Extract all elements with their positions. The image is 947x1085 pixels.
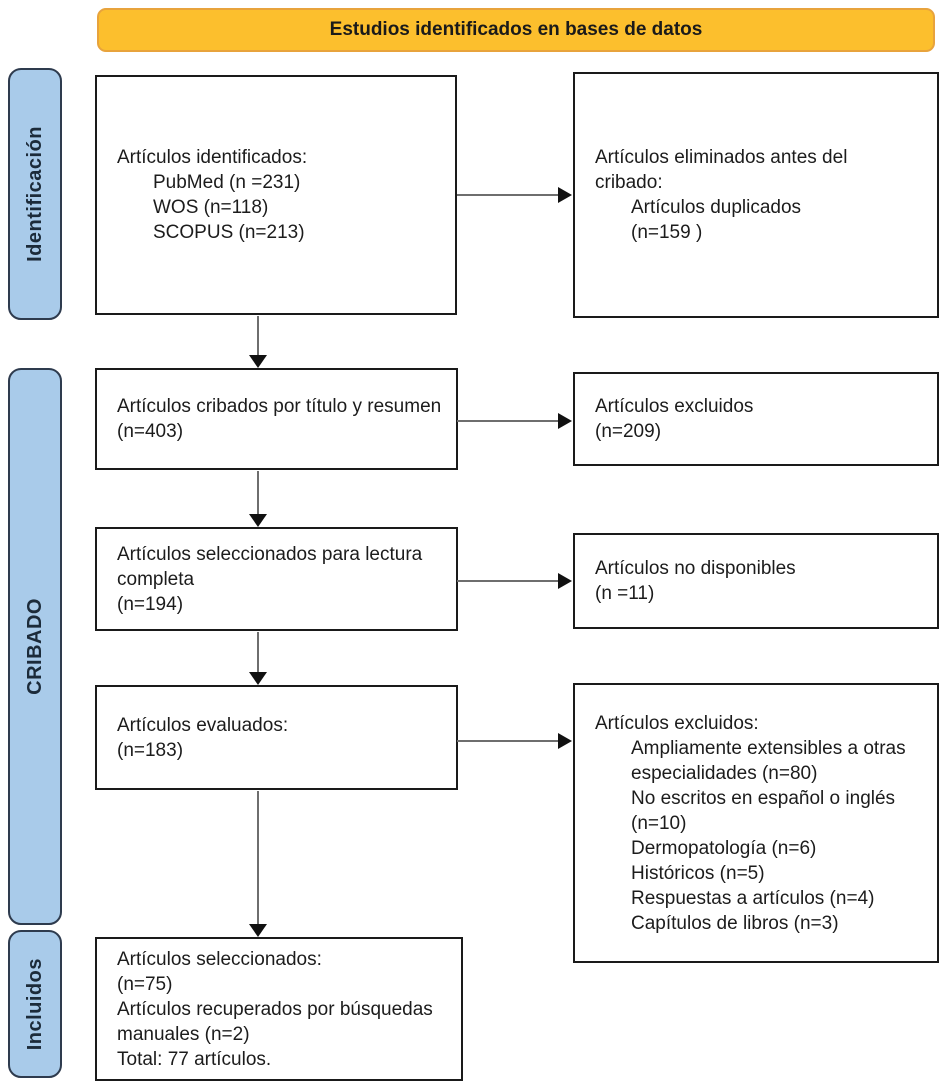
stage-label-identification: Identificación	[8, 68, 62, 320]
box-line: No escritos en español o inglés (n=10)	[631, 787, 896, 834]
arrow-shaft	[257, 632, 259, 672]
arrow-shaft	[257, 791, 259, 924]
box-line: Respuestas a artículos (n=4)	[631, 887, 875, 909]
arrow-shaft	[457, 194, 558, 196]
stage-label-screening: CRIBADO	[8, 368, 62, 925]
box-line: Dermopatología (n=6)	[631, 837, 817, 859]
box-line: SCOPUS (n=213)	[153, 222, 305, 243]
box-line: Artículos excluidos	[595, 396, 754, 417]
box-line: (n=75)	[117, 973, 173, 995]
box-articles-assessed: Artículos evaluados: (n=183)	[95, 685, 458, 790]
arrow-head-icon	[249, 924, 267, 937]
diagram-title: Estudios identificados en bases de datos	[329, 19, 703, 40]
box-line: (n=183)	[117, 739, 184, 761]
arrow-head-icon	[558, 187, 572, 203]
stage-identification-text: Identificación	[23, 126, 46, 262]
box-line: Artículos recuperados por búsquedas manu…	[117, 998, 433, 1045]
arrow-head-icon	[249, 672, 267, 685]
box-line: Artículos seleccionados para lectura com…	[117, 543, 423, 590]
diagram-title-banner: Estudios identificados en bases de datos	[97, 8, 935, 52]
arrow-screened-to-fulltext	[248, 471, 268, 527]
stage-screening-text: CRIBADO	[23, 598, 46, 695]
box-articles-screened: Artículos cribados por título y resumen …	[95, 368, 458, 470]
stage-included-text: Incluidos	[23, 957, 46, 1051]
arrow-fulltext-to-notavailable	[457, 573, 572, 589]
box-line: Artículos excluidos:	[595, 712, 759, 734]
arrow-assessed-to-included	[248, 791, 268, 937]
box-line: PubMed (n =231)	[153, 172, 301, 193]
box-articles-excluded-screening: Artículos excluidos (n=209)	[573, 372, 939, 466]
box-line: Históricos (n=5)	[631, 862, 765, 884]
box-line: Artículos eliminados antes del cribado:	[595, 147, 848, 193]
arrow-screened-to-excluded	[457, 413, 572, 429]
box-line: Total: 77 artículos.	[117, 1048, 272, 1070]
arrow-head-icon	[558, 413, 572, 429]
arrow-assessed-to-excluded	[457, 733, 572, 749]
box-line: Artículos seleccionados:	[117, 948, 322, 970]
box-line: (n=403)	[117, 421, 184, 442]
arrow-head-icon	[249, 514, 267, 527]
box-articles-included-final: Artículos seleccionados: (n=75) Artículo…	[95, 937, 463, 1081]
box-line: (n=159 )	[631, 222, 703, 243]
box-articles-not-available: Artículos no disponibles (n =11)	[573, 533, 939, 629]
arrow-shaft	[457, 420, 558, 422]
box-line: Capítulos de libros (n=3)	[631, 912, 839, 934]
box-articles-selected-full-text: Artículos seleccionados para lectura com…	[95, 527, 458, 631]
arrow-fulltext-to-assessed	[248, 632, 268, 685]
box-line: Artículos evaluados:	[117, 714, 289, 736]
box-articles-excluded-assessment: Artículos excluidos: Ampliamente extensi…	[573, 683, 939, 963]
box-line: Artículos duplicados	[631, 197, 802, 218]
arrow-head-icon	[249, 355, 267, 368]
arrow-shaft	[257, 316, 259, 355]
stage-label-included: Incluidos	[8, 930, 62, 1078]
box-line: Ampliamente extensibles a otras especial…	[631, 737, 906, 784]
arrow-head-icon	[558, 733, 572, 749]
arrow-shaft	[257, 471, 259, 514]
arrow-identified-to-screened	[248, 316, 268, 368]
arrow-head-icon	[558, 573, 572, 589]
arrow-shaft	[457, 740, 558, 742]
box-articles-identified: Artículos identificados: PubMed (n =231)…	[95, 75, 457, 315]
box-line: WOS (n=118)	[153, 197, 269, 218]
box-line: Artículos no disponibles	[595, 558, 796, 579]
box-line: (n=209)	[595, 421, 662, 442]
arrow-identified-to-removed	[457, 187, 572, 203]
box-line: (n =11)	[595, 583, 655, 604]
arrow-shaft	[457, 580, 558, 582]
box-line: (n=194)	[117, 593, 184, 615]
box-articles-removed-before-screening: Artículos eliminados antes del cribado: …	[573, 72, 939, 318]
box-line: Artículos identificados:	[117, 147, 308, 168]
box-line: Artículos cribados por título y resumen	[117, 396, 442, 417]
